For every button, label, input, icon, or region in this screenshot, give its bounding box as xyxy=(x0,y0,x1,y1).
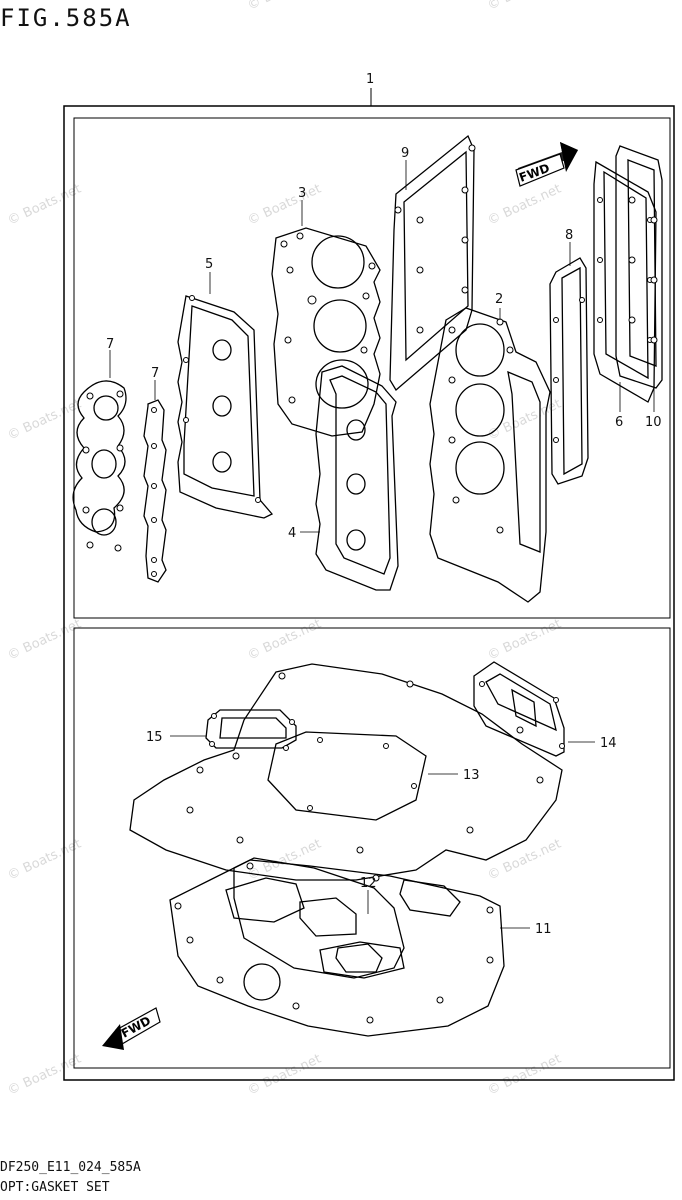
fwd-label-top: FWD xyxy=(517,161,551,185)
callout-9: 9 xyxy=(401,146,409,161)
gasket-3 xyxy=(271,227,381,437)
gasket-13-large xyxy=(129,663,563,881)
watermark-layer: © Boats.net © Boats.net © Boats.net © Bo… xyxy=(5,0,563,1099)
gasket-7-left xyxy=(72,380,127,552)
gasket-12 xyxy=(233,857,405,979)
callout-7b: 7 xyxy=(151,366,159,381)
lower-panel xyxy=(73,627,671,1069)
callout-7a: 7 xyxy=(106,337,114,352)
callout-15: 15 xyxy=(146,730,163,745)
watermark: © Boats.net xyxy=(5,617,83,664)
gasket-4 xyxy=(315,365,399,591)
watermark: © Boats.net xyxy=(485,837,563,884)
gasket-10 xyxy=(615,145,663,389)
callout-14: 14 xyxy=(600,736,617,751)
gasket-7-right xyxy=(143,399,167,583)
watermark: © Boats.net xyxy=(485,182,563,229)
watermark: © Boats.net xyxy=(245,1052,323,1099)
watermark: © Boats.net xyxy=(5,182,83,229)
gasket-5 xyxy=(177,295,274,519)
callout-13: 13 xyxy=(463,768,480,783)
watermark: © Boats.net xyxy=(245,0,323,14)
diagram-code: DF250_E11_024_585A xyxy=(0,1160,141,1175)
callout-1: 1 xyxy=(366,72,374,87)
diagram-name: OPT:GASKET SET xyxy=(0,1180,110,1195)
gasket-8 xyxy=(549,257,589,485)
upper-panel xyxy=(73,117,671,619)
watermark: © Boats.net xyxy=(485,1052,563,1099)
fwd-arrow-bottom: FWD xyxy=(102,1007,161,1050)
gasket-11 xyxy=(169,859,505,1037)
callout-6: 6 xyxy=(615,415,623,430)
callout-3: 3 xyxy=(298,186,306,201)
callout-10: 10 xyxy=(645,415,662,430)
callout-2: 2 xyxy=(495,292,503,307)
watermark: © Boats.net xyxy=(485,0,563,14)
gasket-9 xyxy=(389,134,476,391)
figure-title: FIG.585A xyxy=(0,4,132,32)
watermark: © Boats.net xyxy=(485,617,563,664)
watermark: © Boats.net xyxy=(5,1052,83,1099)
watermark: © Boats.net xyxy=(5,397,83,444)
callout-8: 8 xyxy=(565,228,573,243)
callout-12: 12 xyxy=(360,876,377,891)
callout-4: 4 xyxy=(288,526,296,541)
outer-frame xyxy=(63,105,675,1081)
callout-11: 11 xyxy=(535,922,552,937)
gasket-2 xyxy=(429,307,551,603)
watermark: © Boats.net xyxy=(5,837,83,884)
watermark: © Boats.net xyxy=(245,617,323,664)
fwd-arrow-top: FWD xyxy=(515,142,578,187)
watermark: © Boats.net xyxy=(245,182,323,229)
gasket-6 xyxy=(593,160,657,403)
gasket-15 xyxy=(205,709,297,751)
callout-5: 5 xyxy=(205,257,213,272)
